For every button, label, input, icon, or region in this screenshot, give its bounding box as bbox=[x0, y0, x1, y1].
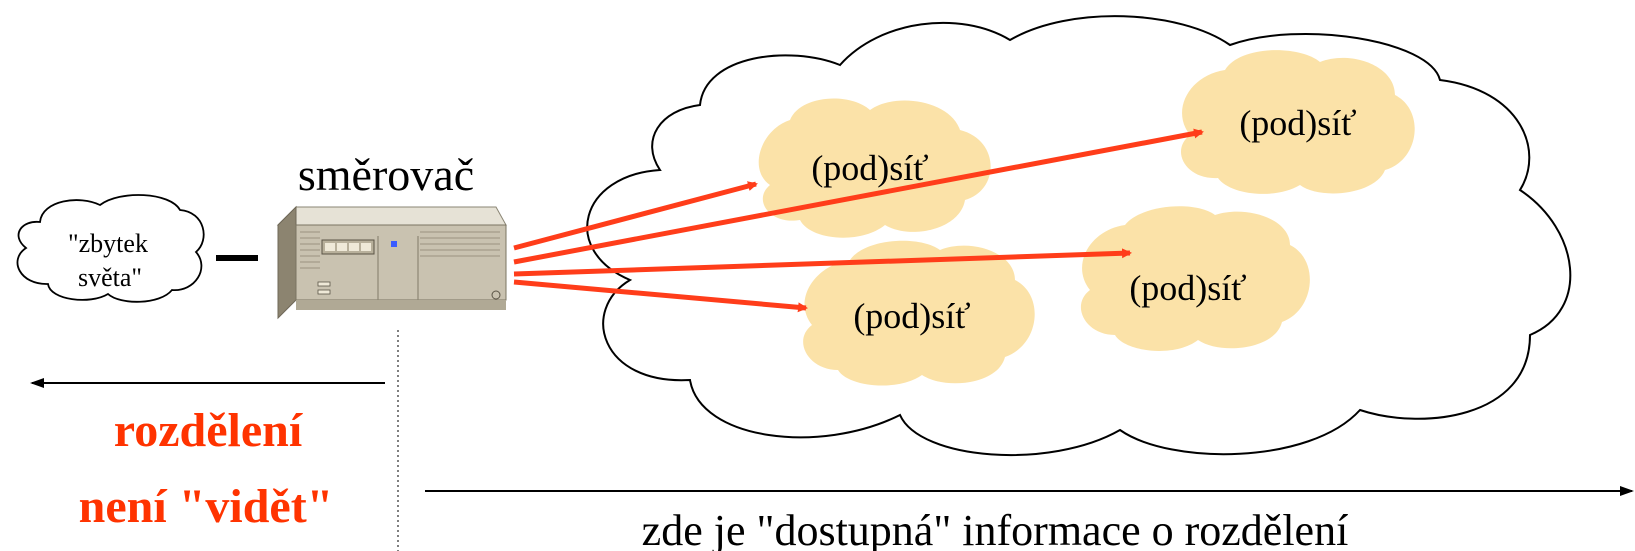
hidden-note-line1: rozdělení bbox=[114, 404, 303, 457]
router-label: směrovač bbox=[298, 149, 474, 200]
network-cloud bbox=[586, 15, 1572, 457]
arrow-to-subnet-1 bbox=[513, 181, 758, 251]
subnet-label-1: (pod)síť bbox=[811, 148, 928, 188]
subnet-label-4: (pod)síť bbox=[853, 296, 970, 336]
routing-arrows bbox=[513, 128, 1204, 313]
available-note: zde je "dostupná" informace o rozdělení bbox=[642, 506, 1349, 551]
rest-of-world-cloud bbox=[16, 194, 205, 303]
arrow-to-subnet-4 bbox=[513, 279, 808, 313]
router-icon bbox=[276, 205, 507, 320]
subnet-label-3: (pod)síť bbox=[1129, 268, 1246, 308]
rest-of-world-line2: světa" bbox=[78, 263, 142, 292]
subnet-label-2: (pod)síť bbox=[1239, 103, 1356, 143]
arrow-to-subnet-3 bbox=[513, 248, 1132, 277]
subnet-cloud-3: (pod)síť bbox=[1080, 206, 1310, 351]
hidden-note-line2: není "vidět" bbox=[79, 480, 334, 533]
subnet-cloud-4: (pod)síť bbox=[803, 240, 1035, 386]
rest-of-world-line1: "zbytek bbox=[68, 229, 148, 258]
subnet-cloud-2: (pod)síť bbox=[1180, 50, 1415, 194]
arrow-to-subnet-2 bbox=[513, 128, 1204, 265]
